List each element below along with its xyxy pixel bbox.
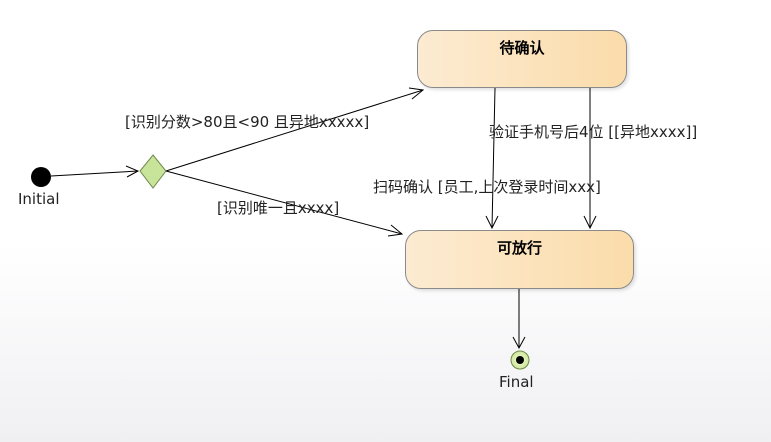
edge-label-phone-verify: 验证手机号后4位 [[异地xxxx]] <box>489 123 698 141</box>
edge-label-unique-recognition: [识别唯一且xxxx] <box>217 199 340 217</box>
edge-decision-to-allow[interactable] <box>165 170 404 237</box>
decision-node[interactable] <box>139 154 167 189</box>
state-pending-title: 待确认 <box>499 39 545 57</box>
edge-initial-to-decision[interactable] <box>50 165 140 178</box>
state-allow-title: 可放行 <box>496 239 542 257</box>
final-node[interactable] <box>510 350 530 370</box>
initial-node[interactable] <box>31 167 51 187</box>
edge-pending-to-allow-scan[interactable] <box>485 87 499 230</box>
edge-label-scan-confirm: 扫码确认 [员工,上次登录时间xxx] <box>373 178 601 196</box>
edge-allow-to-final[interactable] <box>512 289 526 350</box>
edge-pending-to-allow-phone[interactable] <box>583 88 597 230</box>
state-allow[interactable]: 可放行 <box>405 230 634 289</box>
edge-decision-to-pending[interactable] <box>165 87 425 172</box>
initial-label: Initial <box>18 190 60 208</box>
state-pending[interactable]: 待确认 <box>417 30 627 88</box>
final-label: Final <box>499 373 534 391</box>
edge-label-score-range: [识别分数>80且<90 且异地xxxxx] <box>125 113 370 131</box>
